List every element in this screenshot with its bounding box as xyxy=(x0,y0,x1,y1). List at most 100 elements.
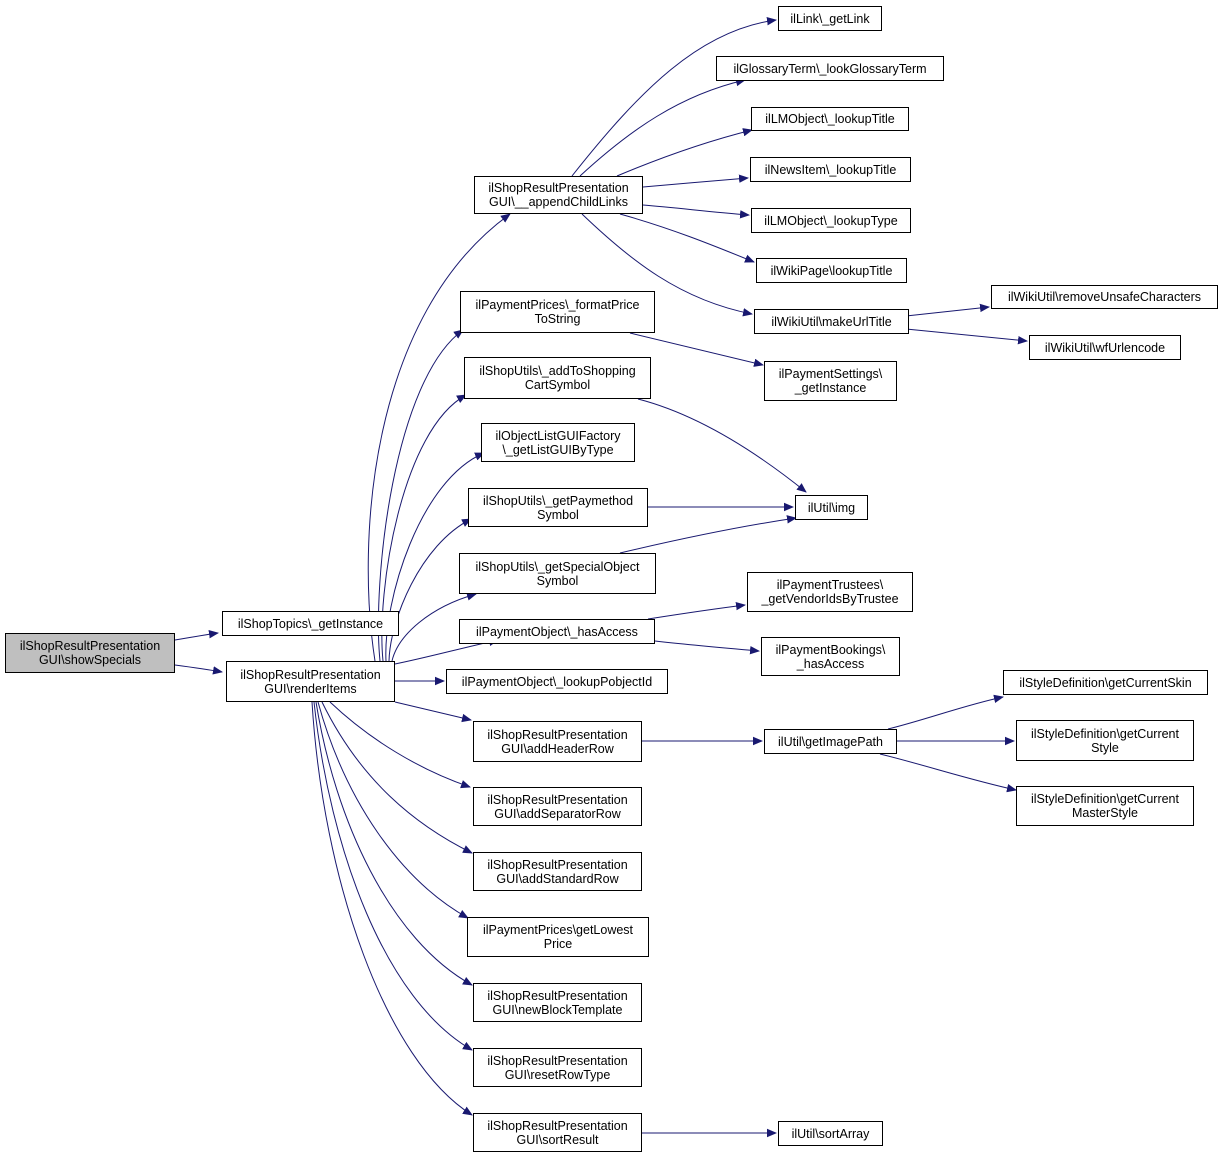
edge-makeUrlTitle-to-removeUnsafe xyxy=(905,303,990,317)
edge-renderItems-to-paymethodSymbol xyxy=(388,518,472,662)
edge-appendChildLinks-to-getLink xyxy=(571,17,777,177)
edge-showSpecials-to-renderItems xyxy=(174,664,223,675)
node-bookingsHasAccess[interactable]: ilPaymentBookings\_hasAccess xyxy=(761,637,900,676)
node-label-line: ilLMObject\_lookupTitle xyxy=(765,112,895,126)
node-label-line: GUI\addStandardRow xyxy=(496,871,619,886)
edge-hasAccess-to-vendorIds xyxy=(647,601,746,620)
node-label-line: ilPaymentObject\_hasAccess xyxy=(476,624,638,639)
node-objListGUI[interactable]: ilObjectListGUIFactory\_getListGUIByType xyxy=(481,423,635,462)
node-label-line: ilStyleDefinition\getCurrentSkin xyxy=(1019,675,1192,690)
edge-hasAccess-to-bookingsHasAccess xyxy=(654,640,760,655)
node-label-line: GUI\addSeparatorRow xyxy=(494,806,621,821)
node-label-line: ilUtil\getImagePath xyxy=(778,734,883,749)
node-lmLookupType[interactable]: ilLMObject\_lookupType xyxy=(751,208,911,233)
node-label-line: GUI\__appendChildLinks xyxy=(489,195,628,209)
node-label-line: ilLMObject\_lookupType xyxy=(764,213,898,228)
node-label-line: ilShopResultPresentation xyxy=(487,1118,628,1133)
node-label-line: ilShopUtils\_getPaymethod xyxy=(482,493,634,508)
node-wfUrlencode[interactable]: ilWikiUtil\wfUrlencode xyxy=(1029,335,1181,360)
node-newsLookupTitle[interactable]: ilNewsItem\_lookupTitle xyxy=(750,157,911,182)
node-label-line: Price xyxy=(543,937,573,951)
edge-appendChildLinks-to-glossaryTerm xyxy=(579,77,746,177)
node-label-line: GUI\renderItems xyxy=(264,681,357,696)
node-label-line: ilUtil\img xyxy=(807,500,856,515)
node-label-line: ilShopUtils\_getSpecialObject xyxy=(475,559,640,574)
edge-renderItems-to-addSeparatorRow xyxy=(329,701,471,789)
edge-appendChildLinks-to-newsLookupTitle xyxy=(642,174,749,188)
node-label-line: ilNewsItem\_lookupTitle xyxy=(764,162,897,177)
node-sortArray[interactable]: ilUtil\sortArray xyxy=(778,1121,883,1146)
node-label-line: ilWikiPage\lookupTitle xyxy=(770,263,893,278)
edge-formatPrice-to-paymentSettings xyxy=(629,332,764,367)
node-label-line: Symbol xyxy=(536,573,579,588)
node-label-line: ilShopResultPresentation xyxy=(487,1053,628,1068)
node-makeUrlTitle[interactable]: ilWikiUtil\makeUrlTitle xyxy=(754,309,909,334)
edge-renderItems-to-newBlockTemplate xyxy=(315,701,473,986)
node-paymentSettings[interactable]: ilPaymentSettings\_getInstance xyxy=(764,361,897,401)
node-label-line: ilLink\_getLink xyxy=(790,11,870,26)
edge-renderItems-to-specialObjSymbol xyxy=(391,592,477,662)
node-vendorIds[interactable]: ilPaymentTrustees\_getVendorIdsByTrustee xyxy=(747,572,913,612)
node-label-line: ilShopResultPresentation xyxy=(487,988,628,1003)
node-label-line: Symbol xyxy=(537,507,579,522)
node-label-line: ilShopResultPresentation xyxy=(19,639,161,653)
node-label-line: GUI\sortResult xyxy=(516,1132,599,1147)
node-label-line: ilStyleDefinition\getCurrent xyxy=(1031,726,1179,741)
node-label-line: ilUtil\sortArray xyxy=(791,1126,870,1141)
node-label-line: GUI\resetRowType xyxy=(504,1067,611,1082)
edge-makeUrlTitle-to-wfUrlencode xyxy=(905,328,1028,345)
node-label-line: _getInstance xyxy=(794,381,867,395)
node-label-line: ilShopResultPresentation xyxy=(487,727,628,742)
node-removeUnsafe[interactable]: ilWikiUtil\removeUnsafeCharacters xyxy=(991,285,1218,309)
node-currentSkin[interactable]: ilStyleDefinition\getCurrentSkin xyxy=(1003,670,1208,695)
edge-renderItems-to-addHeaderRow xyxy=(394,701,472,723)
node-label-line: ilObjectListGUIFactory xyxy=(495,428,621,443)
node-label-line: ilShopResultPresentation xyxy=(487,857,628,872)
node-label-line: GUI\showSpecials xyxy=(38,653,142,667)
edge-showSpecials-to-topicsGetInstance xyxy=(174,630,219,641)
edge-appendChildLinks-to-makeUrlTitle xyxy=(581,213,753,317)
node-getImagePath[interactable]: ilUtil\getImagePath xyxy=(764,729,897,754)
node-utilImg[interactable]: ilUtil\img xyxy=(795,495,868,520)
node-label-line: ilShopResultPresentation xyxy=(240,667,381,682)
node-label-line: Style xyxy=(1091,740,1119,755)
node-label-line: ilShopTopics\_getInstance xyxy=(237,616,384,631)
node-label-line: ilShopUtils\_addToShopping xyxy=(479,364,636,378)
edge-appendChildLinks-to-lmLookupTitle xyxy=(616,128,753,177)
node-getLink[interactable]: ilLink\_getLink xyxy=(778,6,882,31)
node-label-line: GUI\addHeaderRow xyxy=(501,741,614,756)
node-topicsGetInstance[interactable]: ilShopTopics\_getInstance xyxy=(222,611,399,636)
node-label-line: ilStyleDefinition\getCurrent xyxy=(1031,792,1179,806)
node-label-line: ToString xyxy=(534,312,581,326)
node-label-line: ilPaymentObject\_lookupPobjectId xyxy=(461,674,653,689)
edge-renderItems-to-addStandardRow xyxy=(321,701,473,854)
node-label-line: ilShopResultPresentation xyxy=(487,792,628,807)
node-wikiPageTitle[interactable]: ilWikiPage\lookupTitle xyxy=(756,258,907,283)
node-lmLookupTitle[interactable]: ilLMObject\_lookupTitle xyxy=(751,107,909,131)
node-lookupPobjectId[interactable]: ilPaymentObject\_lookupPobjectId xyxy=(446,669,668,694)
node-glossaryTerm[interactable]: ilGlossaryTerm\_lookGlossaryTerm xyxy=(716,56,944,81)
node-label-line: ilWikiUtil\wfUrlencode xyxy=(1044,340,1166,355)
node-label-line: ilPaymentSettings\ xyxy=(778,367,883,381)
node-label-line: GUI\newBlockTemplate xyxy=(492,1002,623,1017)
node-label-line: ilWikiUtil\removeUnsafeCharacters xyxy=(1007,290,1202,304)
node-label-line: ilPaymentTrustees\ xyxy=(776,578,884,592)
node-hasAccess[interactable]: ilPaymentObject\_hasAccess xyxy=(459,619,655,644)
